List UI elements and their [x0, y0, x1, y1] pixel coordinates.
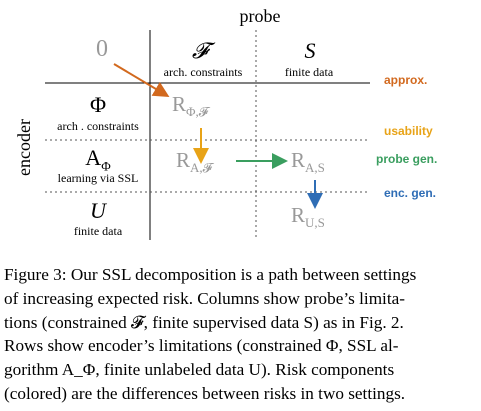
figure-caption: Figure 3: Our SSL decomposition is a pat…	[4, 263, 476, 406]
row-header-U-sub: finite data	[73, 224, 123, 238]
caption-line: (colored) are the differences between ri…	[4, 383, 406, 403]
caption-line: gorithm A_Φ, finite unlabeled data U). R…	[4, 360, 395, 380]
risk-A-F: RA,𝓕	[176, 148, 213, 176]
column-header-F: 𝓕	[191, 38, 209, 63]
caption-line: tions (constrained 𝓕, finite supervised …	[4, 312, 404, 332]
risk-U-S: RU,S	[291, 203, 325, 231]
probe-label: probe	[239, 6, 281, 26]
column-header-zero: 0	[96, 36, 108, 62]
caption-line: Figure 3: Our SSL decomposition is a pat…	[4, 265, 417, 284]
legend-usability: usability	[384, 124, 433, 138]
legend-probe-gen: probe gen.	[376, 152, 438, 166]
row-header-U: U	[90, 198, 106, 223]
approx-arrow	[113, 63, 170, 98]
column-header-F-sub: arch. constraints	[163, 65, 243, 79]
row-header-A: AΦ	[85, 145, 111, 174]
legend-enc-gen: enc. gen.	[384, 186, 437, 200]
row-header-phi-sub: arch . constraints	[57, 119, 139, 133]
encoder-label: encoder	[14, 119, 34, 176]
column-header-S-sub: finite data	[284, 65, 334, 79]
column-header-S: S	[304, 38, 316, 63]
row-header-phi: Φ	[89, 92, 107, 117]
risk-A-S: RA,S	[291, 148, 325, 176]
legend-approx: approx.	[384, 73, 428, 87]
row-header-A-sub: learning via SSL	[57, 171, 139, 185]
risk-phi-F: RΦ,𝓕	[172, 92, 209, 120]
caption-line: of increasing expected risk. Columns sho…	[4, 288, 405, 308]
caption-line: Rows show encoder’s limitations (constra…	[4, 336, 399, 356]
diagram-lines	[45, 30, 370, 240]
decomposition-diagram: probe encoder 0 𝓕 arch. constraints S fi…	[14, 6, 438, 240]
